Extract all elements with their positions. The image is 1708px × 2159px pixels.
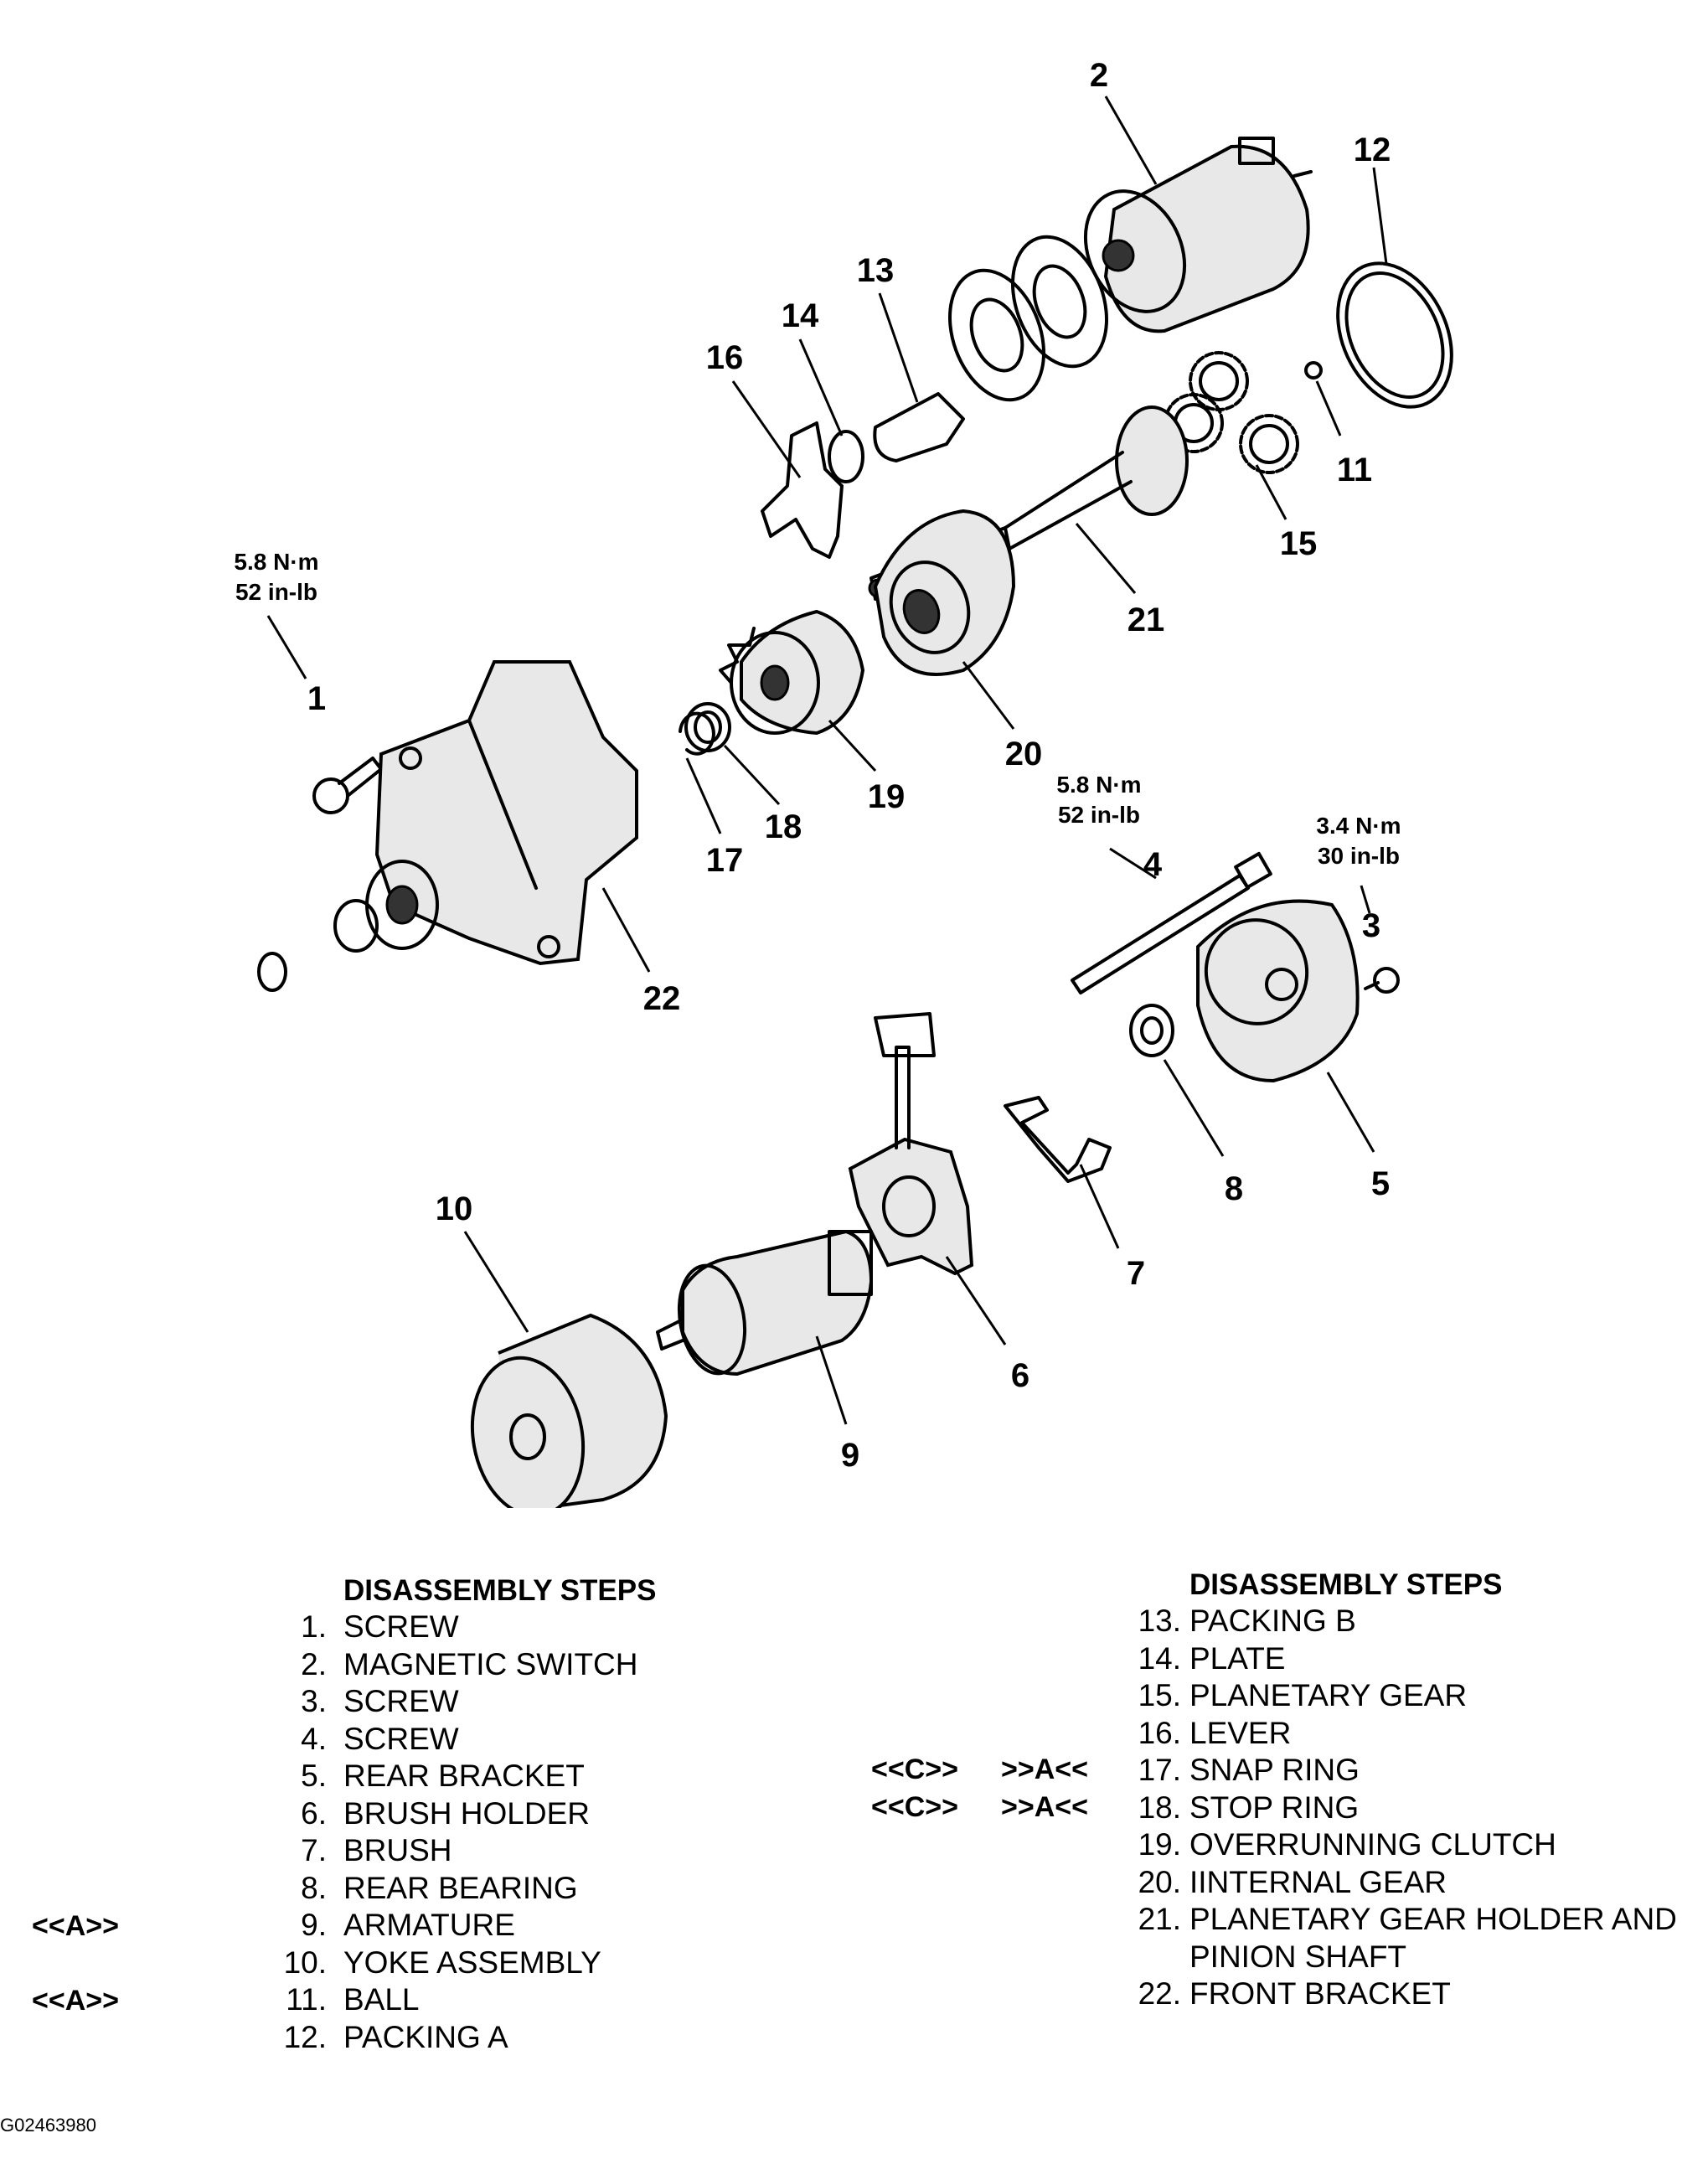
brush-holder [848,1012,974,1276]
plate [873,392,965,462]
rear-bracket [1196,899,1360,1083]
service-mark-c-step18: <<C>> [871,1791,958,1823]
svg-text:5.8 N·m: 5.8 N·m [1056,772,1141,798]
svg-text:3.4 N·m: 3.4 N·m [1316,813,1401,839]
svg-text:52 in-lb: 52 in-lb [235,579,317,605]
callout-17: 17 [706,842,744,879]
callout-12: 12 [1354,132,1391,168]
callout-20: 20 [1005,736,1043,772]
callout-6: 6 [1011,1357,1029,1394]
internal-gear [873,509,1016,676]
brush [1004,1096,1112,1183]
screw-3 [1364,967,1400,994]
lever [761,421,844,559]
svg-text:30 in-lb: 30 in-lb [1318,843,1400,869]
callout-9: 9 [841,1437,859,1474]
disassembly-steps-right: DISASSEMBLY STEPS 13.PACKING B 14.PLATE … [1138,1568,1677,2011]
snap-ring [679,711,715,756]
callout-16: 16 [706,339,744,376]
svg-text:52 in-lb: 52 in-lb [1058,802,1140,828]
torque-spec-screw4: 5.8 N·m 52 in-lb [1056,772,1141,828]
service-mark-a-step11: <<A>> [32,1985,119,2017]
callout-10: 10 [436,1191,473,1227]
planetary-gear-holder [868,405,1189,601]
steps-heading: DISASSEMBLY STEPS [343,1574,657,1607]
armature [656,1229,874,1376]
service-mark-a-step17: >>A<< [1001,1754,1088,1785]
callout-7: 7 [1127,1255,1145,1292]
callout-8: 8 [1225,1170,1243,1207]
callout-22: 22 [643,980,681,1017]
figure-id: G02463980 [0,2115,96,2136]
callout-13: 13 [857,252,895,289]
overrunning-clutch [719,609,865,736]
callout-21: 21 [1127,602,1165,638]
torque-spec-screw3: 3.4 N·m 30 in-lb [1316,813,1401,869]
steps-heading: DISASSEMBLY STEPS [1189,1568,1503,1601]
callout-5: 5 [1371,1165,1390,1202]
service-mark-c-step17: <<C>> [871,1754,958,1785]
service-mark-a-step18: >>A<< [1001,1791,1088,1823]
exploded-starter-diagram: 1 2 3 4 5 6 7 8 9 10 11 12 13 14 15 16 1… [234,57,1453,1508]
screw-1 [312,757,383,814]
callout-2: 2 [1090,57,1108,94]
service-mark-a-step9: <<A>> [32,1910,119,1942]
torque-spec-screw1: 5.8 N·m 52 in-lb [234,549,318,605]
callout-4: 4 [1143,846,1163,883]
packing-b [947,235,1109,402]
callout-1: 1 [307,680,326,717]
callout-19: 19 [868,778,906,815]
leader-lines [266,96,1388,1425]
callout-18: 18 [765,808,802,845]
screw-4 [1071,851,1272,994]
magnetic-switch [1083,137,1313,333]
callout-15: 15 [1280,525,1318,562]
svg-text:5.8 N·m: 5.8 N·m [234,549,318,575]
packing-a [1336,261,1453,409]
callout-3: 3 [1362,907,1380,944]
callout-11: 11 [1337,452,1372,488]
front-bracket [365,660,638,966]
rear-bearing [1129,1004,1174,1057]
disassembly-steps-left: DISASSEMBLY STEPS 1.SCREW 2.MAGNETIC SWI… [283,1574,657,2054]
yoke-assembly [470,1313,668,1508]
callout-14: 14 [782,297,819,334]
ball [1304,361,1323,380]
